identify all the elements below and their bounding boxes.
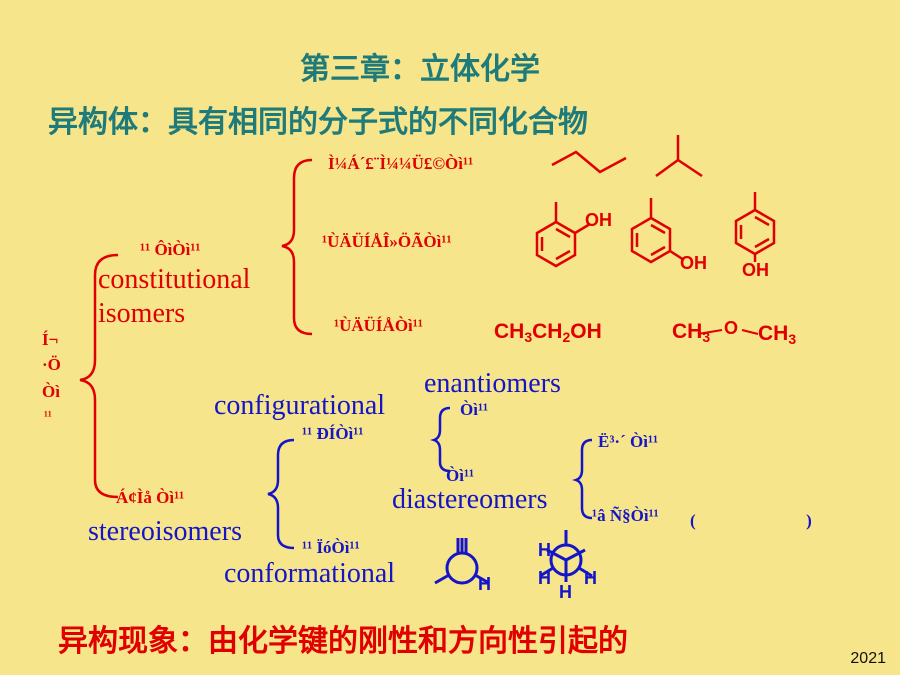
ortho-oh: OH: [585, 210, 612, 230]
meta-cresol-ring: [630, 198, 685, 264]
enantiomers-label: enantiomers: [424, 368, 561, 399]
butane-skeleton: [551, 150, 627, 174]
conformational-garbled: ¹¹ ÏóÒì¹¹: [302, 538, 360, 557]
root-brace: [79, 253, 119, 499]
functional-group-isomer: ¹ÙÄÜÍÅÒì¹¹: [334, 316, 423, 335]
cis-trans-isomer: Ë³·´ Òì¹¹: [598, 432, 659, 451]
configurational-garbled: ¹¹ ÐÍÒì¹¹: [302, 424, 364, 443]
newman2-h-top-left: H: [538, 540, 551, 560]
ether-bond-right: [741, 329, 759, 335]
isomerism-cause: 异构现象：由化学键的刚性和方向性引起的: [58, 624, 628, 659]
stereoisomers-label: stereoisomers: [88, 516, 242, 547]
constitutional-label-2: isomers: [98, 298, 186, 329]
root-garbled-1: Í¬: [42, 330, 59, 349]
ether-methyl: CH3: [758, 322, 797, 347]
newman-staggered: [539, 530, 593, 582]
ortho-cresol-ring: [535, 202, 591, 268]
carbon-chain-isomer: Ì¼Á´£¨Ì¼¼Ü£©Òì¹¹: [328, 154, 474, 173]
optical-isomer: ¹â Ñ§Òì¹¹: [592, 506, 659, 525]
diastereomers-label: diastereomers: [392, 484, 548, 515]
constitutional-garbled: ¹¹ ÔìÒì¹¹: [140, 240, 201, 259]
stereo-brace: [267, 438, 295, 550]
conformational-label: conformational: [224, 558, 396, 589]
meta-oh: OH: [680, 253, 707, 273]
constitutional-brace: [281, 158, 313, 336]
para-cresol-ring: [734, 192, 776, 262]
isomer-definition: 异构体：具有相同的分子式的不同化合物: [48, 105, 588, 140]
newman1-h: H: [478, 574, 491, 594]
ether-bond-left: [697, 329, 723, 335]
optical-isomer-note: ( ): [690, 511, 812, 530]
enantiomers-garbled: Òì¹¹: [460, 400, 489, 419]
configurational-label: configurational: [214, 390, 386, 421]
year-label: 2021: [850, 650, 886, 667]
page-title: 第三章：立体化学: [300, 52, 540, 87]
para-oh: OH: [742, 260, 769, 280]
root-garbled-3: Òì: [42, 382, 60, 401]
newman2-h-bottom-right: H: [584, 568, 597, 588]
diastereomers-brace: [572, 438, 593, 520]
diastereomers-garbled: Òì¹¹: [446, 466, 475, 485]
root-garbled-4: ¹¹: [44, 408, 52, 423]
configurational-brace: [430, 406, 451, 473]
position-isomer: ¹ÙÄÜÍÅÎ»ÖÃÒì¹¹: [322, 232, 452, 251]
isobutane-skeleton: [655, 135, 703, 178]
dimethyl-ether-formula: CH3: [672, 320, 711, 345]
constitutional-label-1: constitutional: [98, 264, 251, 295]
stereo-garbled: Á¢Ìå Òì¹¹: [116, 488, 185, 507]
newman-eclipsed: [434, 538, 490, 585]
newman2-h-bottom-left: H: [538, 568, 551, 588]
ethanol-formula: CH3CH2OH: [494, 320, 602, 345]
newman2-h-bottom: H: [559, 582, 572, 602]
ether-oxygen: O: [724, 318, 739, 338]
root-garbled-2: ·Ö: [42, 355, 61, 374]
